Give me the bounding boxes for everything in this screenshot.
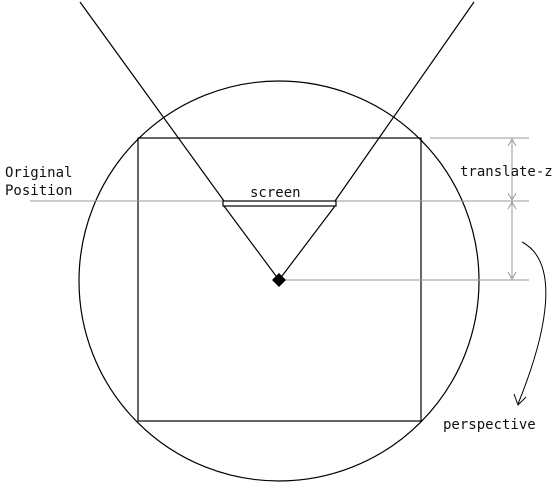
view-ray-left [79, 1, 225, 202]
viewport-circle [78, 80, 480, 482]
perspective-distance-arrow [507, 200, 517, 281]
screen-plane [222, 200, 337, 207]
view-ray-right [334, 1, 475, 202]
cone-line-left [223, 205, 280, 281]
perspective-pointer-arrow [513, 241, 547, 406]
original-position-label-line2: Position [5, 183, 72, 199]
translate-z-label: translate-z [460, 164, 553, 180]
screen-label: screen [250, 185, 301, 201]
cone-line-right [278, 205, 336, 281]
perspective-label: perspective [443, 417, 536, 433]
viewer-eye-icon [272, 273, 286, 287]
original-position-label-line1: Original [5, 165, 72, 181]
translate-z-arrow [507, 137, 517, 202]
